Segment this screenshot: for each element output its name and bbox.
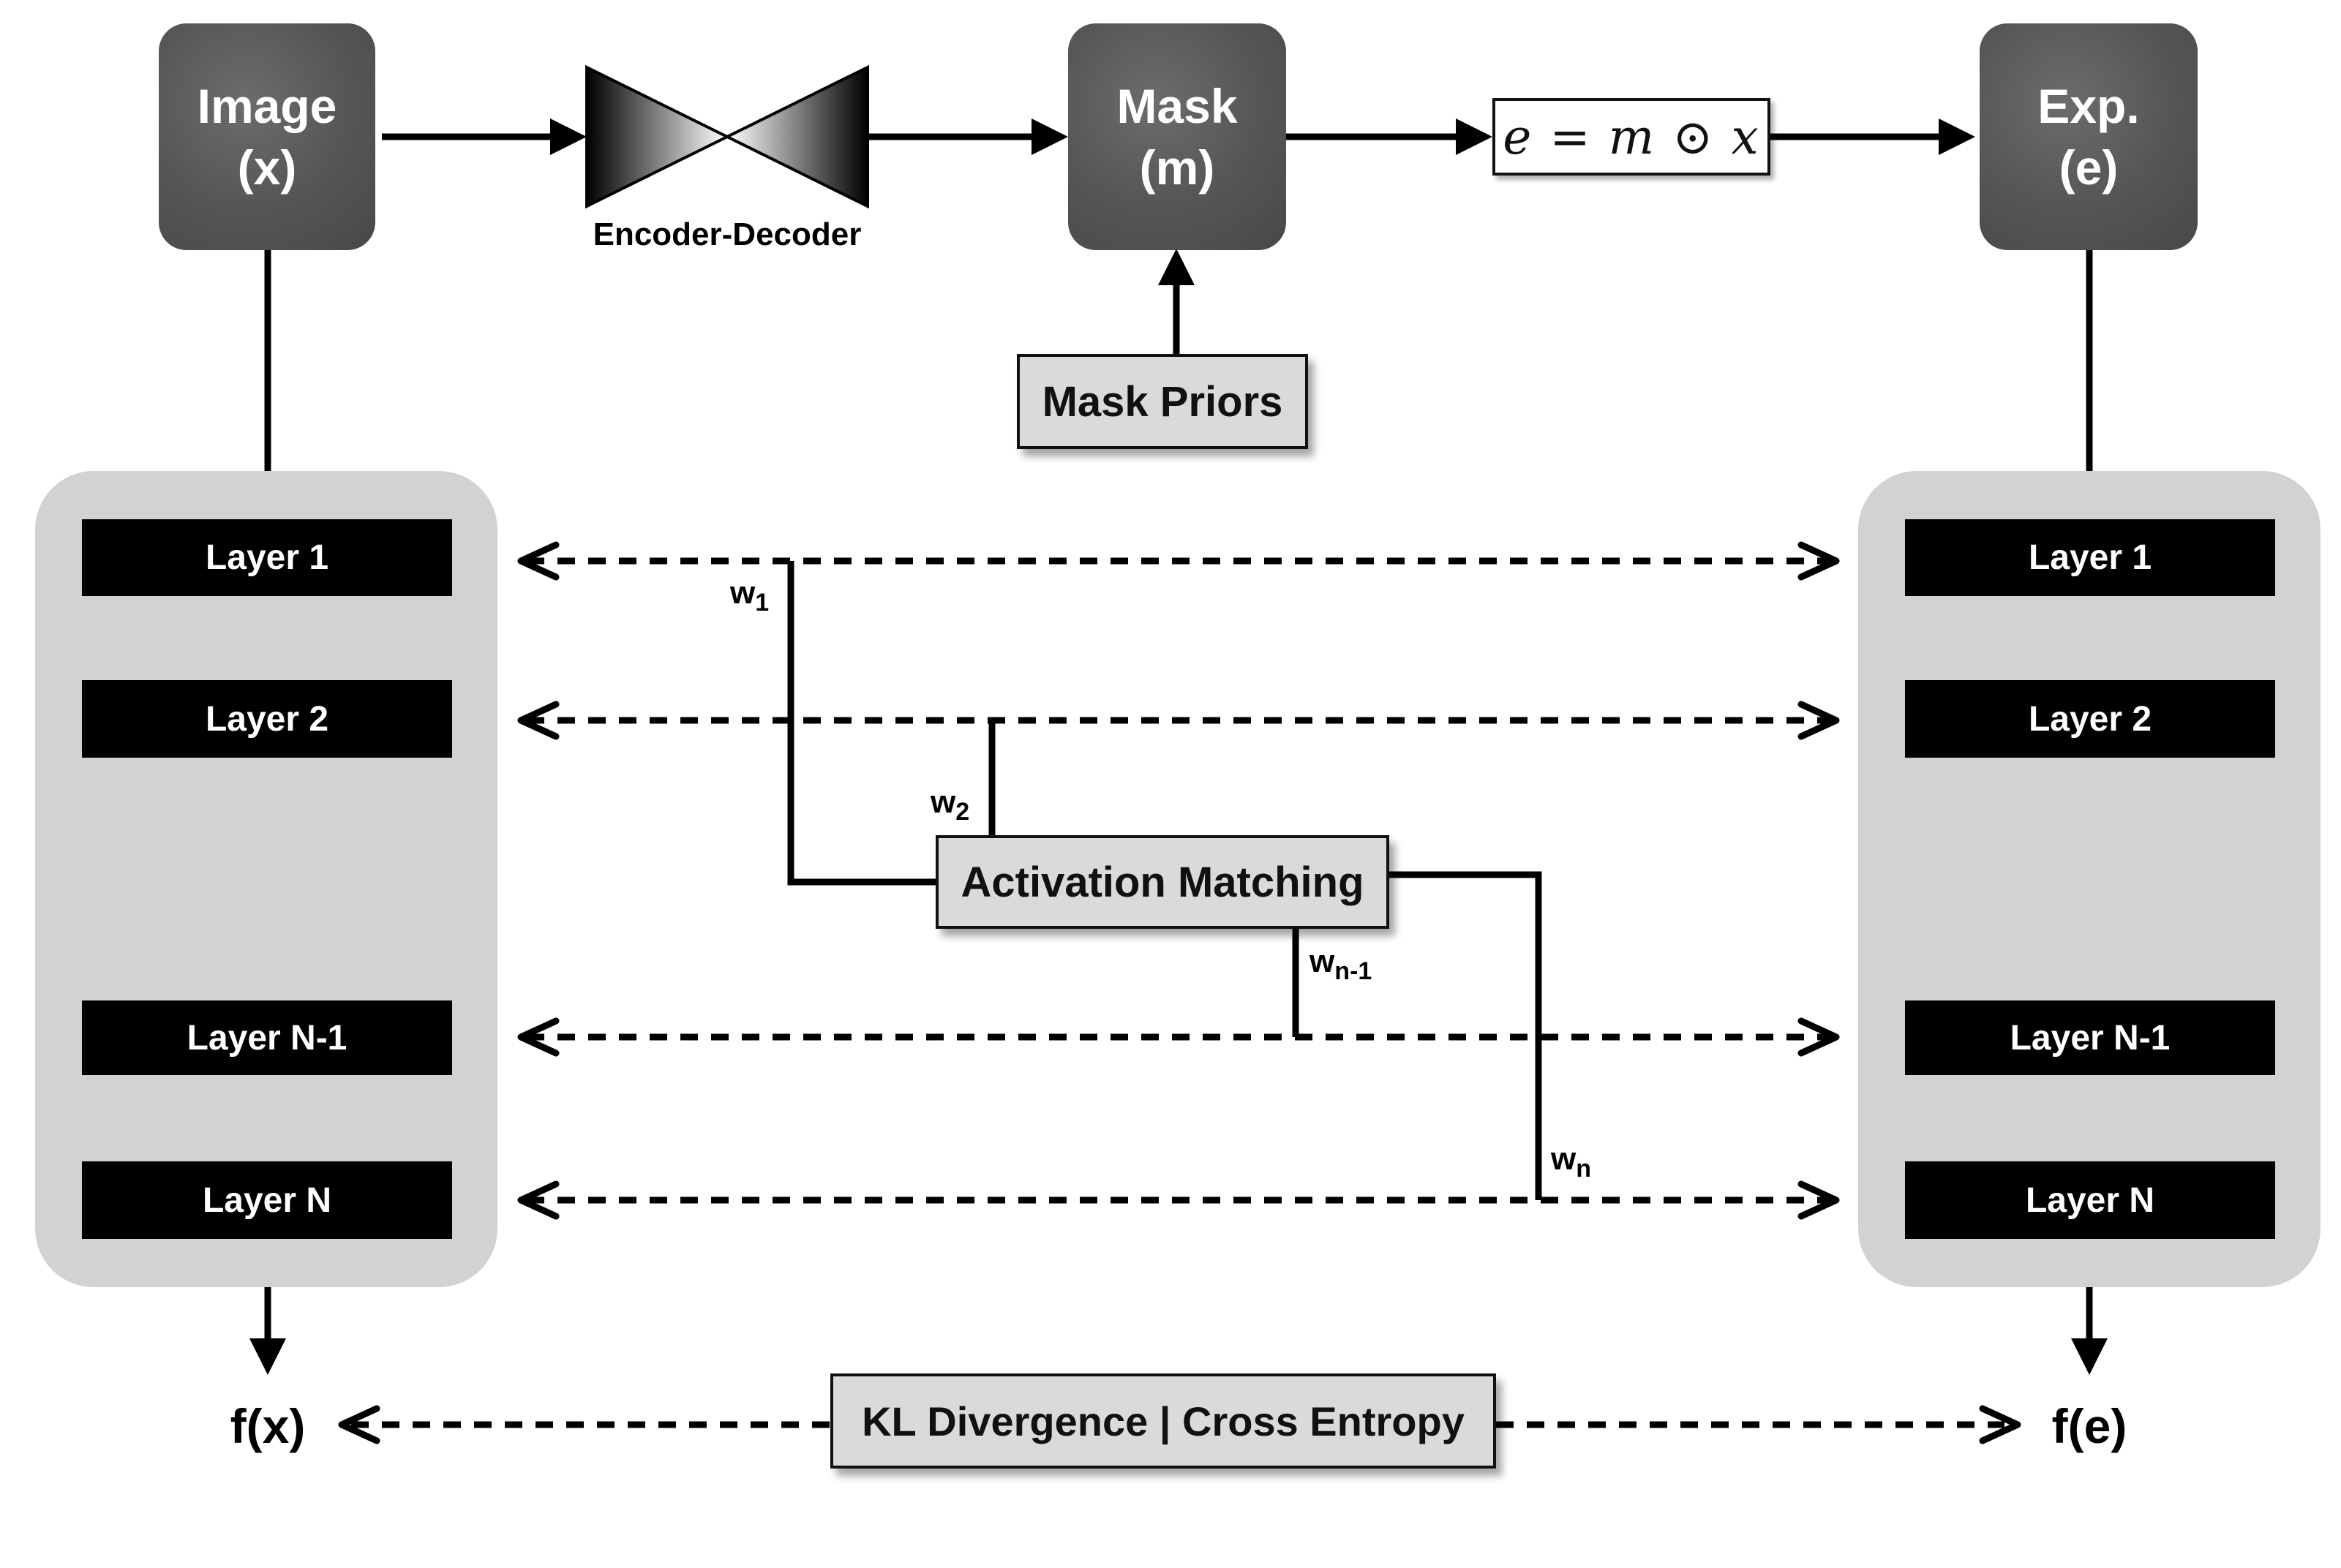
arrowhead-icon — [550, 118, 587, 155]
arrowhead-icon — [1456, 118, 1492, 155]
weight-w1-label: w1 — [730, 575, 770, 617]
output-fe-label: f(e) — [2051, 1399, 2127, 1453]
chevron-left-icon — [517, 541, 560, 581]
image-title: Image — [197, 79, 337, 133]
chevron-right-icon — [1979, 1405, 2021, 1444]
image-symbol: (x) — [237, 140, 297, 195]
explanation-symbol: (e) — [2059, 140, 2119, 195]
chevron-right-icon — [1797, 1180, 1840, 1220]
right-network-panel — [1858, 471, 2321, 1287]
chevron-right-icon — [1797, 1017, 1840, 1057]
weight-wn-label: wn — [1551, 1141, 1592, 1183]
chevron-left-icon — [517, 701, 560, 740]
chevron-right-icon — [1797, 701, 1840, 740]
activation-matching-box: Activation Matching — [936, 835, 1389, 929]
w1-connector — [787, 561, 939, 886]
explanation-box: Exp. (e) — [1980, 23, 2198, 250]
chevron-left-icon — [517, 1017, 560, 1057]
loss-box: KL Divergence | Cross Entropy — [830, 1373, 1496, 1469]
left-layer-2: Layer 2 — [82, 680, 452, 758]
left-layer-n: Layer N — [82, 1161, 452, 1239]
right-layer-1: Layer 1 — [1905, 519, 2275, 596]
weight-w2-label: w2 — [931, 784, 970, 826]
arrowhead-icon — [249, 1338, 286, 1375]
explanation-title: Exp. — [2037, 79, 2140, 133]
arrowhead-icon — [1032, 118, 1068, 155]
mask-symbol: (m) — [1139, 140, 1215, 195]
right-layer-2: Layer 2 — [1905, 680, 2275, 758]
mask-title: Mask — [1116, 79, 1238, 133]
left-layer-n-1: Layer N-1 — [82, 1000, 452, 1075]
encoder-decoder-icon — [585, 64, 869, 209]
arrowhead-icon — [2071, 1338, 2108, 1375]
right-layer-n: Layer N — [1905, 1161, 2275, 1239]
arrowhead-icon — [1939, 118, 1975, 155]
mask-priors-box: Mask Priors — [1017, 354, 1308, 449]
image-box: Image (x) — [159, 23, 375, 250]
encoder-decoder-label: Encoder-Decoder — [593, 216, 862, 252]
chevron-left-icon — [338, 1405, 380, 1444]
chevron-left-icon — [517, 1180, 560, 1220]
output-fx-label: f(x) — [230, 1399, 306, 1453]
left-network-panel — [35, 471, 497, 1287]
formula-box: e = m ⊙ x — [1492, 98, 1770, 176]
left-layer-1: Layer 1 — [82, 519, 452, 596]
weight-wn-1-label: wn-1 — [1309, 943, 1372, 985]
mask-box: Mask (m) — [1068, 23, 1286, 250]
right-layer-n-1: Layer N-1 — [1905, 1000, 2275, 1075]
chevron-right-icon — [1797, 541, 1840, 581]
arrowhead-icon — [1158, 249, 1195, 285]
wn-connector — [1388, 871, 1542, 1200]
